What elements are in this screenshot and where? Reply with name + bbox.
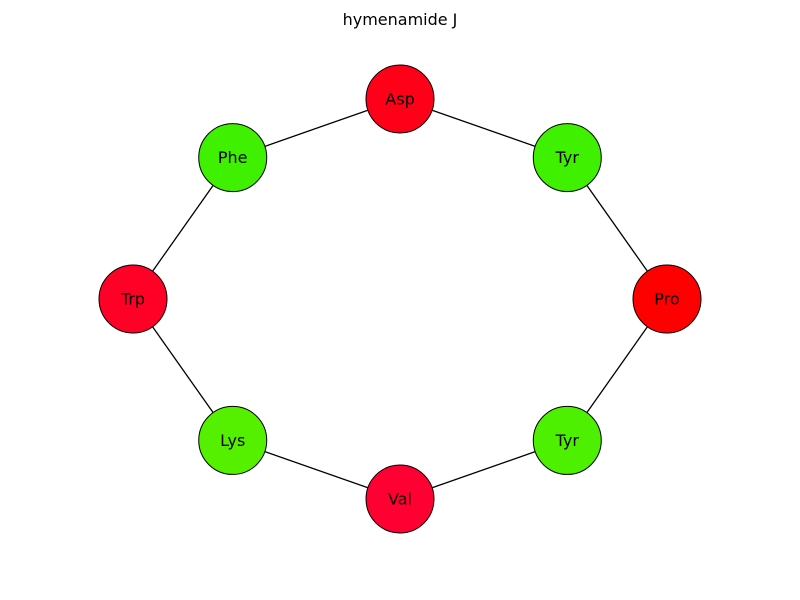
node-circle [198,123,268,193]
node-label: Asp [385,90,414,109]
node-tyr-1: Tyr [532,123,602,193]
node-lys-5: Lys [198,405,268,475]
node-label: Pro [654,290,679,309]
node-label: Val [388,490,412,509]
diagram-title: hymenamide J [342,10,458,29]
node-circle [532,405,602,475]
node-circle [98,264,168,334]
node-circle [198,405,268,475]
node-phe-7: Phe [198,123,268,193]
node-tyr-3: Tyr [532,405,602,475]
node-circle [532,123,602,193]
node-val-4: Val [365,464,435,534]
node-circle [365,464,435,534]
node-label: Lys [220,431,245,450]
node-label: Tyr [555,148,580,167]
node-label: Tyr [555,431,580,450]
node-asp-0: Asp [365,64,435,134]
node-label: Phe [218,148,248,167]
node-circle [632,264,702,334]
node-trp-6: Trp [98,264,168,334]
node-label: Trp [120,290,145,309]
node-pro-2: Pro [632,264,702,334]
node-circle [365,64,435,134]
